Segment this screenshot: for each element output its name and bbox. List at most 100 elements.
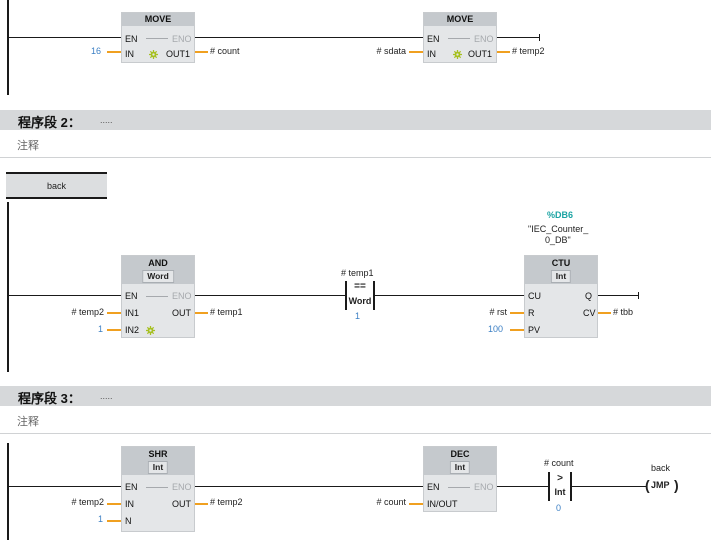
- pin-inout: IN/OUT: [427, 499, 458, 509]
- pin-out1: OUT1: [166, 49, 191, 59]
- power-rail: [7, 0, 9, 95]
- pin-eno: ENO: [172, 482, 192, 492]
- pin-wire: [195, 312, 208, 314]
- pin-en: EN: [125, 482, 138, 492]
- network-title: 程序段 3：: [18, 391, 81, 406]
- rung-end: [638, 292, 639, 299]
- db-number[interactable]: %DB6: [547, 210, 574, 220]
- rung-wire: [497, 486, 548, 487]
- rung-wire: [9, 295, 121, 296]
- block-type[interactable]: Int: [147, 461, 169, 474]
- out-operand[interactable]: # count: [210, 46, 240, 56]
- n-value[interactable]: 1: [98, 514, 104, 524]
- pin-out: OUT: [172, 499, 191, 509]
- cmp-operand-top[interactable]: # count: [544, 458, 574, 468]
- network-comment[interactable]: 注释: [0, 131, 711, 158]
- pin-eno: ENO: [474, 34, 494, 44]
- block-type[interactable]: Int: [550, 270, 572, 283]
- inout-operand[interactable]: # count: [376, 497, 406, 507]
- contact-right-bar: [570, 472, 572, 501]
- pin-eno: ENO: [172, 34, 192, 44]
- jmp-label[interactable]: back: [651, 463, 671, 473]
- ctu-block[interactable]: CTU Int CU Q R CV PV: [524, 255, 598, 338]
- en-eno-line: [146, 487, 168, 488]
- cv-operand[interactable]: # tbb: [613, 307, 634, 317]
- pin-wire: [195, 51, 208, 53]
- pin-eno: ENO: [474, 482, 494, 492]
- en-eno-line: [146, 296, 168, 297]
- cmp-type[interactable]: Int: [554, 487, 566, 497]
- rung-end: [539, 34, 540, 41]
- rung-wire: [195, 37, 424, 38]
- pin-wire: [510, 312, 524, 314]
- in1-operand[interactable]: # temp2: [71, 307, 104, 317]
- rung-wire: [9, 486, 121, 487]
- cmp-operand-bottom[interactable]: 0: [556, 503, 562, 513]
- shr-block[interactable]: SHR Int EN ENO IN OUT N: [121, 446, 195, 532]
- contact-left-bar: [548, 472, 550, 501]
- db-name-line1: "IEC_Counter_: [528, 224, 589, 234]
- cmp-operand-top[interactable]: # temp1: [341, 268, 374, 278]
- cmp-symbol: ==: [354, 281, 366, 292]
- gear-icon: [453, 50, 462, 59]
- comment-text: 注释: [17, 140, 39, 152]
- cmp-symbol: >: [557, 473, 563, 484]
- pin-wire: [107, 312, 121, 314]
- power-rail: [7, 443, 9, 540]
- gear-icon: [149, 50, 158, 59]
- out-operand[interactable]: # temp2: [512, 46, 545, 56]
- cmp-operand-bottom[interactable]: 1: [355, 311, 361, 321]
- pin-en: EN: [125, 34, 138, 44]
- network-dots: .....: [100, 115, 113, 125]
- pin-wire: [107, 51, 121, 53]
- r-operand[interactable]: # rst: [489, 307, 507, 317]
- pin-cv: CV: [583, 308, 596, 318]
- jump-label-box[interactable]: back: [6, 172, 107, 199]
- pin-q: Q: [585, 291, 593, 301]
- rung-wire: [598, 295, 638, 296]
- comment-text: 注释: [17, 416, 39, 428]
- pin-wire: [510, 329, 524, 331]
- pin-out1: OUT1: [468, 49, 493, 59]
- move-block-2[interactable]: MOVE EN ENO IN OUT1: [423, 12, 497, 63]
- network-header-3[interactable]: 程序段 3： .....: [0, 386, 711, 406]
- pin-pv: PV: [528, 325, 541, 335]
- en-eno-line: [146, 38, 168, 39]
- power-rail: [7, 202, 9, 372]
- cmp-type[interactable]: Word: [348, 296, 372, 306]
- pin-wire: [497, 51, 510, 53]
- rung-wire: [497, 37, 539, 38]
- jump-label-text: back: [46, 181, 66, 191]
- rung-wire: [374, 295, 524, 296]
- pin-en: EN: [427, 482, 440, 492]
- pin-in1: IN1: [125, 308, 140, 318]
- pin-wire: [409, 503, 423, 505]
- dec-block[interactable]: DEC Int EN ENO IN/OUT: [423, 446, 497, 512]
- pin-wire: [598, 312, 611, 314]
- in-operand[interactable]: # sdata: [376, 46, 406, 56]
- db-name-line2: 0_DB": [545, 235, 571, 245]
- pin-wire: [107, 503, 121, 505]
- in-operand[interactable]: # temp2: [71, 497, 104, 507]
- out-operand[interactable]: # temp2: [210, 497, 243, 507]
- move-block-1[interactable]: MOVE EN ENO IN OUT1: [121, 12, 195, 63]
- pin-in2: IN2: [125, 325, 140, 335]
- in-value[interactable]: 16: [91, 46, 102, 56]
- out-operand[interactable]: # temp1: [210, 307, 243, 317]
- pin-in: IN: [427, 49, 436, 59]
- block-type[interactable]: Int: [449, 461, 471, 474]
- pin-wire: [107, 520, 121, 522]
- pin-wire: [409, 51, 423, 53]
- network-header-2[interactable]: 程序段 2： .....: [0, 110, 711, 130]
- pin-in: IN: [125, 499, 134, 509]
- pin-in: IN: [125, 49, 134, 59]
- and-block[interactable]: AND Word EN ENO IN1 OUT IN2: [121, 255, 195, 338]
- rung-wire: [195, 486, 424, 487]
- rung-wire: [571, 486, 647, 487]
- pv-value[interactable]: 100: [488, 324, 504, 334]
- in2-value[interactable]: 1: [98, 324, 104, 334]
- network-comment[interactable]: 注释: [0, 407, 711, 434]
- coil-left-paren: (: [645, 477, 650, 493]
- jmp-coil-text[interactable]: JMP: [651, 480, 670, 490]
- block-type[interactable]: Word: [142, 270, 174, 283]
